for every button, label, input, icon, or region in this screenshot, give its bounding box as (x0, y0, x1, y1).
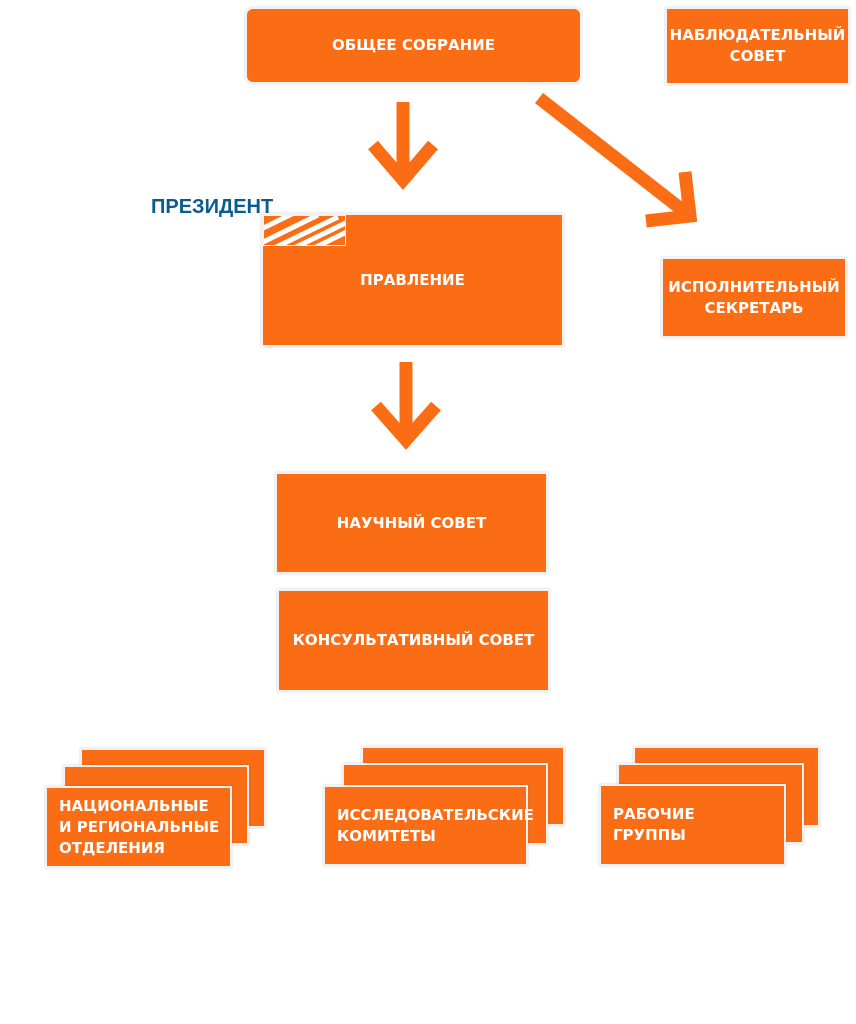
research-committees-label: ИССЛЕДОВАТЕЛЬСКИЕ КОМИТЕТЫ (337, 805, 534, 845)
arrow-head-meeting-to-board (368, 140, 438, 190)
working-groups-box: РАБОЧИЕ ГРУППЫ (599, 784, 786, 866)
arrow-meeting-to-secretary (534, 92, 695, 222)
national-branches-label: НАЦИОНАЛЬНЫЕ И РЕГИОНАЛЬНЫЕ ОТДЕЛЕНИЯ (59, 796, 220, 857)
national-branches-box: НАЦИОНАЛЬНЫЕ И РЕГИОНАЛЬНЫЕ ОТДЕЛЕНИЯ (45, 786, 232, 868)
working-groups-label: РАБОЧИЕ ГРУППЫ (613, 805, 695, 844)
president-label: ПРЕЗИДЕНТ (151, 196, 274, 218)
general-meeting-box: ОБЩЕЕ СОБРАНИЕ (245, 7, 582, 84)
scientific-council-box: НАУЧНЫЙ СОВЕТ (275, 472, 548, 574)
general-meeting-label: ОБЩЕЕ СОБРАНИЕ (332, 36, 495, 54)
board-label: ПРАВЛЕНИЕ (360, 270, 465, 289)
advisory-council-label: КОНСУЛЬТАТИВНЫЙ СОВЕТ (292, 631, 535, 649)
supervisory-board-label: НАБЛЮДАТЕЛЬНЫЙ СОВЕТ (669, 26, 846, 65)
advisory-council-box: КОНСУЛЬТАТИВНЫЙ СОВЕТ (277, 589, 550, 692)
scientific-council-label: НАУЧНЫЙ СОВЕТ (336, 513, 487, 532)
research-committees-box: ИССЛЕДОВАТЕЛЬСКИЕ КОМИТЕТЫ (323, 785, 534, 866)
executive-secretary-box: ИСПОЛНИТЕЛЬНЫЙ СЕКРЕТАРЬ (661, 257, 847, 338)
arrow-head-board-to-council (371, 401, 441, 450)
supervisory-board-box: НАБЛЮДАТЕЛЬНЫЙ СОВЕТ (665, 7, 850, 85)
executive-secretary-label: ИСПОЛНИТЕЛЬНЫЙ СЕКРЕТАРЬ (668, 277, 840, 317)
president-stripe-mark (263, 215, 346, 246)
arrow-head-meeting-to-secretary (645, 171, 698, 228)
